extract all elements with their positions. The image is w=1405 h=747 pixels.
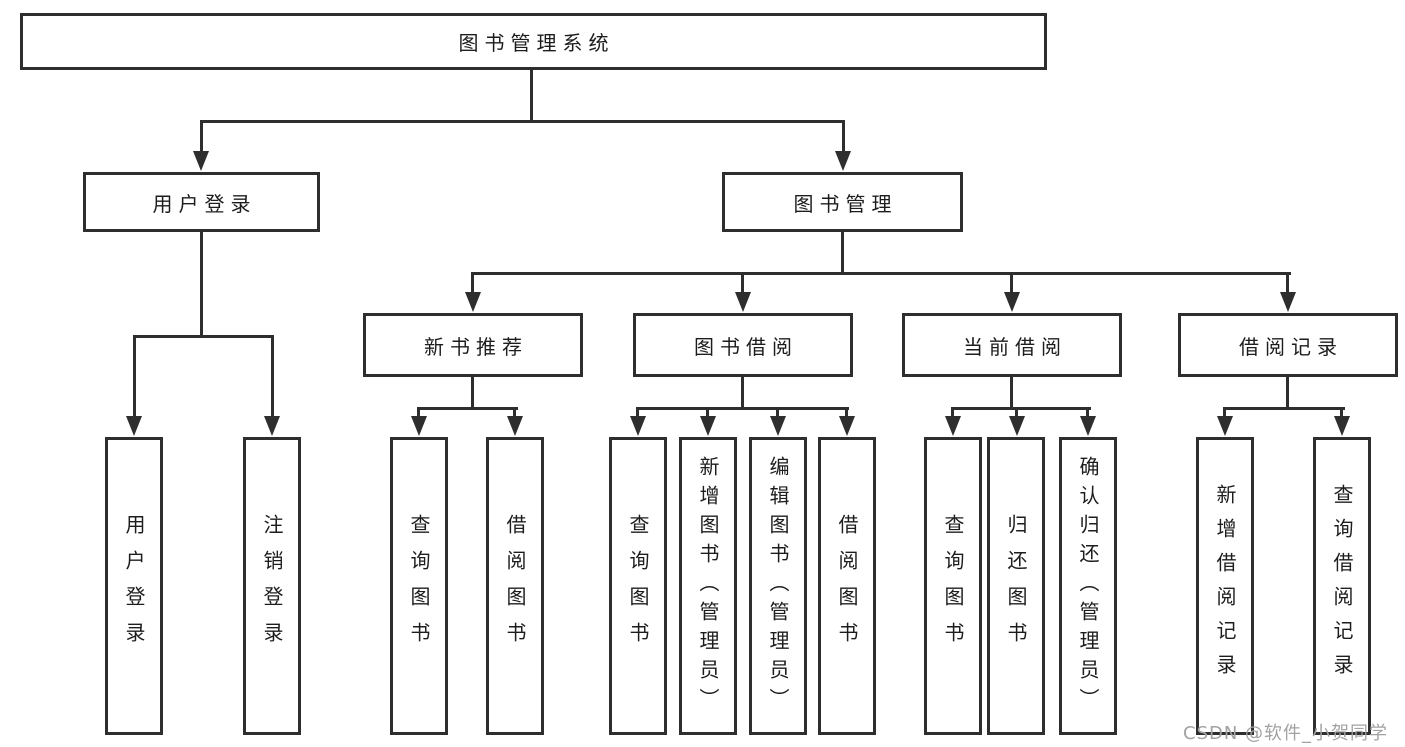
connector-line [530, 70, 533, 120]
leaf-borrowing-borrow-books: 借阅图书 [818, 437, 876, 735]
leaf-records-add-borrow-record: 新增借阅记录 [1196, 437, 1254, 735]
connector-line [513, 407, 516, 418]
leaf-logout-login: 注销登录 [243, 437, 301, 735]
node-current-borrowing: 当前借阅 [902, 313, 1122, 377]
arrowhead [835, 151, 851, 171]
arrowhead [507, 416, 523, 436]
connector-line [1086, 407, 1089, 418]
node-label: 新书推荐 [424, 334, 528, 359]
leaf-label: 新增图书（管理员） [696, 455, 720, 717]
leaf-label: 注销登录 [260, 514, 284, 658]
arrowhead [839, 416, 855, 436]
arrowhead [1280, 292, 1296, 312]
connector-line [471, 377, 474, 409]
connector-line [471, 272, 474, 295]
connector-line [1286, 272, 1289, 295]
arrowhead [1080, 416, 1096, 436]
arrowhead [735, 292, 751, 312]
connector-line [1010, 377, 1013, 409]
connector-line [845, 407, 848, 418]
leaf-user-login: 用户登录 [105, 437, 163, 735]
leaf-current-confirm-return-admin: 确认归还（管理员） [1059, 437, 1117, 735]
connector-line [1223, 407, 1345, 410]
connector-line [842, 120, 845, 153]
leaf-label: 新增借阅记录 [1213, 484, 1237, 688]
leaf-label: 借阅图书 [835, 514, 859, 658]
leaf-label: 查询图书 [626, 514, 650, 658]
connector-line [271, 335, 274, 418]
connector-line [741, 377, 744, 409]
arrowhead [770, 416, 786, 436]
connector-line [200, 120, 845, 123]
leaf-label: 编辑图书（管理员） [766, 455, 790, 717]
connector-line [1015, 407, 1018, 418]
connector-line [133, 335, 274, 338]
node-label: 用户登录 [152, 191, 257, 216]
leaf-records-query-borrow-record: 查询借阅记录 [1313, 437, 1371, 735]
connector-line [471, 272, 1291, 275]
node-book-management-system: 图书管理系统 [20, 13, 1047, 70]
arrowhead [700, 416, 716, 436]
node-book-management: 图书管理 [722, 172, 963, 232]
node-label: 借阅记录 [1239, 334, 1343, 359]
connector-line [741, 272, 744, 295]
connector-line [951, 407, 1091, 410]
node-label: 当前借阅 [963, 334, 1067, 359]
watermark: CSDN @软件_小贺同学 [1183, 723, 1389, 744]
node-label: 图书管理系统 [458, 31, 615, 55]
connector-line [636, 407, 639, 418]
arrowhead [1009, 416, 1025, 436]
arrowhead [193, 151, 209, 171]
leaf-label: 用户登录 [122, 514, 146, 658]
arrowhead [411, 416, 427, 436]
connector-line [417, 407, 518, 410]
node-book-borrowing: 图书借阅 [633, 313, 853, 377]
arrowhead [1334, 416, 1350, 436]
arrowhead [630, 416, 646, 436]
leaf-borrowing-query-books: 查询图书 [609, 437, 667, 735]
leaf-recommend-borrow-books: 借阅图书 [486, 437, 544, 735]
node-label: 图书管理 [793, 191, 898, 216]
connector-line [636, 407, 849, 410]
connector-line [841, 232, 844, 275]
leaf-borrowing-add-books-admin: 新增图书（管理员） [679, 437, 737, 735]
arrowhead [465, 292, 481, 312]
leaf-current-query-books: 查询图书 [924, 437, 982, 735]
connector-line [200, 232, 203, 338]
connector-line [417, 407, 420, 418]
arrowhead [945, 416, 961, 436]
arrowhead [126, 416, 142, 436]
connector-line [951, 407, 954, 418]
node-new-book-recommendation: 新书推荐 [363, 313, 583, 377]
connector-line [1340, 407, 1343, 418]
node-label: 图书借阅 [694, 334, 798, 359]
connector-line [1286, 377, 1289, 409]
leaf-label: 查询借阅记录 [1330, 484, 1354, 688]
node-borrowing-records: 借阅记录 [1178, 313, 1398, 377]
connector-line [1223, 407, 1226, 418]
arrowhead [264, 416, 280, 436]
leaf-current-return-books: 归还图书 [987, 437, 1045, 735]
leaf-label: 查询图书 [941, 514, 965, 658]
node-user-login: 用户登录 [83, 172, 320, 232]
connector-line [1010, 272, 1013, 295]
leaf-label: 借阅图书 [503, 514, 527, 658]
arrowhead [1004, 292, 1020, 312]
connector-line [706, 407, 709, 418]
leaf-recommend-query-books: 查询图书 [390, 437, 448, 735]
leaf-label: 查询图书 [407, 514, 431, 658]
arrowhead [1217, 416, 1233, 436]
connector-line [776, 407, 779, 418]
connector-line [133, 335, 136, 418]
connector-line [200, 120, 203, 153]
leaf-label: 归还图书 [1004, 514, 1028, 658]
leaf-borrowing-edit-books-admin: 编辑图书（管理员） [749, 437, 807, 735]
leaf-label: 确认归还（管理员） [1076, 455, 1100, 717]
